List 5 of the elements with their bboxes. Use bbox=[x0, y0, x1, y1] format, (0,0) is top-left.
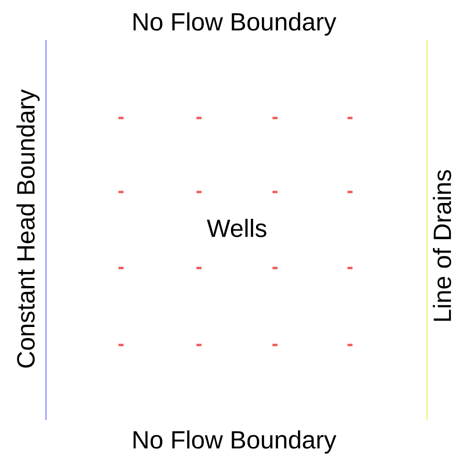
boundary-label: Wells bbox=[206, 218, 266, 238]
boundary-label: Constant Head Boundary bbox=[16, 89, 40, 368]
boundary-label: No Flow Boundary bbox=[134, 12, 336, 36]
boundary-label: Line of Drains bbox=[432, 170, 452, 321]
boundary-label: No Flow Boundary bbox=[134, 430, 336, 454]
